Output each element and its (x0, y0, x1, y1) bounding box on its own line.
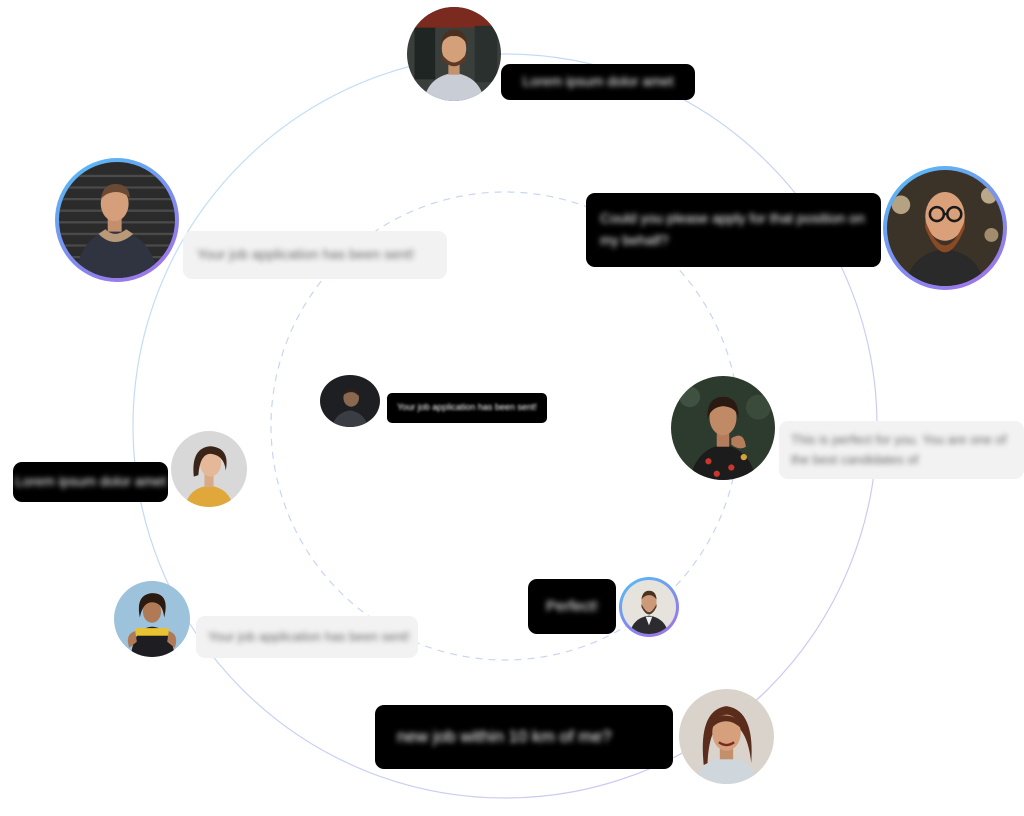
person-photo-icon (407, 7, 501, 101)
message-text: new job within 10 km of me? (397, 726, 612, 746)
avatar-woman-floral (671, 376, 775, 480)
avatar-man-dark (320, 375, 380, 427)
person-photo-icon (622, 580, 676, 634)
message-text: Your job application has been sent! (397, 402, 537, 413)
message-bubble: Lorem ipsum dolor amet (501, 64, 695, 100)
message-bubble: Your job application has been sent! (183, 231, 447, 279)
message-bubble: This is perfect for you. You are one of … (779, 421, 1024, 479)
person-photo-icon (171, 431, 247, 507)
message-text: This is perfect for you. You are one of … (791, 431, 1007, 467)
person-photo-icon (679, 689, 774, 784)
message-text: Could you please apply for that position… (600, 210, 865, 248)
message-text: Your job application has been sent! (208, 628, 410, 644)
person-photo-icon (59, 162, 175, 278)
avatar-man-suit (619, 577, 679, 637)
avatar-man-glasses (883, 166, 1007, 290)
avatar-man-cap (407, 7, 501, 101)
avatar-man-denim (55, 158, 179, 282)
message-bubble: Could you please apply for that position… (586, 193, 881, 267)
avatar-woman-yellow (171, 431, 247, 507)
message-bubble: Your job application has been sent! (196, 616, 418, 658)
message-text: Lorem ipsum dolor amet (522, 73, 674, 90)
message-text: Your job application has been sent! (197, 246, 415, 263)
person-photo-icon (114, 581, 190, 657)
message-text: Lorem ipsum dolor amet (15, 473, 166, 490)
message-bubble: new job within 10 km of me? (375, 705, 673, 769)
message-text: Perfect! (546, 597, 598, 615)
message-bubble: Perfect! (528, 579, 616, 634)
avatar-woman-smiling (679, 689, 774, 784)
person-photo-icon (887, 170, 1003, 286)
message-bubble: Your job application has been sent! (387, 393, 547, 423)
person-photo-icon (320, 375, 380, 427)
person-photo-icon (671, 376, 775, 480)
avatar-man-curly (114, 581, 190, 657)
message-bubble: Lorem ipsum dolor amet (13, 462, 168, 502)
